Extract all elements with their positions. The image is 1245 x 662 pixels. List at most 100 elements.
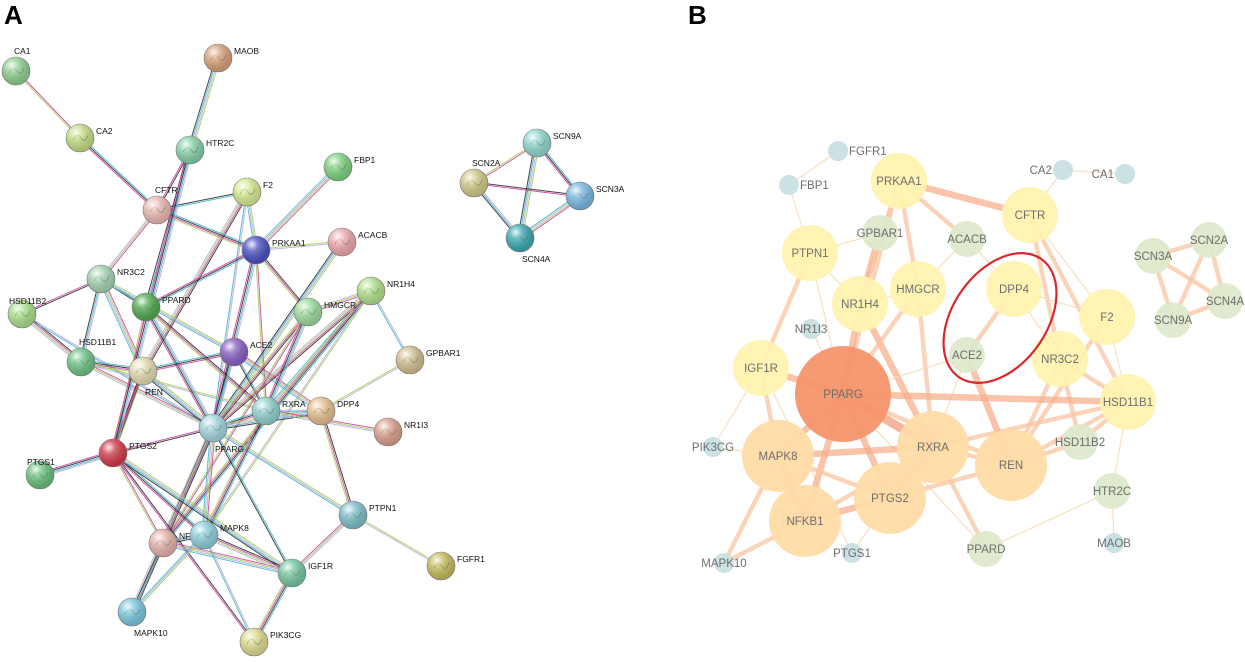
node-ppard[interactable]: PPARD <box>967 531 1006 567</box>
node-label-cftr: CFTR <box>1015 210 1046 222</box>
node-hmgcr[interactable]: HMGCR <box>890 261 946 317</box>
node-igf1r[interactable]: IGF1R <box>733 340 789 396</box>
node-rxra[interactable]: RXRA <box>251 396 306 426</box>
node-scn9a[interactable]: SCN9A <box>522 128 582 158</box>
node-label-scn9a: SCN9A <box>1154 315 1193 327</box>
node-label-f2: F2 <box>263 180 273 190</box>
node-label-hmgcr: HMGCR <box>896 284 939 296</box>
node-label-scn9a: SCN9A <box>553 131 582 141</box>
node-hsd11b2[interactable]: HSD11B2 <box>1055 424 1105 460</box>
node-hsd11b1[interactable]: HSD11B1 <box>66 337 116 377</box>
node-nr1h4[interactable]: NR1H4 <box>356 276 415 306</box>
node-ppard[interactable]: PPARD <box>131 292 191 322</box>
node-scn2a[interactable]: SCN2A <box>1190 222 1229 258</box>
node-gpbar1[interactable]: GPBAR1 <box>395 345 461 375</box>
node-dpp4[interactable]: DPP4 <box>306 396 359 426</box>
node-htr2c[interactable]: HTR2C <box>175 135 234 165</box>
edge-ACACB-PPARG <box>210 240 345 430</box>
edge-MAPK8-MAPK10 <box>130 533 206 614</box>
node-ace2[interactable]: ACE2 <box>219 337 272 367</box>
node-htr2c[interactable]: HTR2C <box>1093 473 1131 509</box>
node-hsd11b2[interactable]: HSD11B2 <box>7 296 46 329</box>
node-ptgs1[interactable]: PTGS1 <box>25 457 55 490</box>
node-ca1[interactable]: CA1 <box>1 46 31 86</box>
node-ptgs2[interactable]: PTGS2 <box>98 438 157 468</box>
node-label-htr2c: HTR2C <box>206 138 234 148</box>
edge-CA1-CA2 <box>15 70 81 139</box>
node-hmgcr[interactable]: HMGCR <box>293 297 356 327</box>
node-ren[interactable]: REN <box>128 356 163 397</box>
node-label-prkaa1: PRKAA1 <box>272 238 306 248</box>
node-label-hsd11b1: HSD11B1 <box>1103 397 1153 409</box>
node-nr3c2[interactable]: NR3C2 <box>86 264 145 294</box>
node-ptpn1[interactable]: PTPN1 <box>338 500 397 530</box>
panel-a-edges <box>15 57 582 644</box>
node-label-fbp1: FBP1 <box>800 180 829 192</box>
node-label-pik3cg: PIK3CG <box>270 630 301 640</box>
node-cftr[interactable]: CFTR <box>142 185 178 225</box>
node-ca2[interactable]: CA2 <box>65 123 113 153</box>
node-maob[interactable]: MAOB <box>203 43 259 73</box>
node-nr1h4[interactable]: NR1H4 <box>832 276 888 332</box>
node-dpp4[interactable]: DPP4 <box>986 261 1042 317</box>
node-nr1i3[interactable]: NR1I3 <box>373 417 428 447</box>
node-rxra[interactable]: RXRA <box>897 411 969 483</box>
edge-PTGS2-NFKB1 <box>111 452 165 544</box>
node-nr3c2[interactable]: NR3C2 <box>1032 331 1088 387</box>
node-acacb[interactable]: ACACB <box>947 221 987 257</box>
node-pik3cg[interactable]: PIK3CG <box>692 437 734 457</box>
node-ptgs1[interactable]: PTGS1 <box>833 543 871 563</box>
node-acacb[interactable]: ACACB <box>327 227 388 257</box>
node-ca1[interactable]: CA1 <box>1092 164 1135 184</box>
edge-PTGS2-MAPK8 <box>111 451 206 537</box>
node-hsd11b1[interactable]: HSD11B1 <box>1100 374 1156 430</box>
node-label-f2: F2 <box>1100 312 1113 324</box>
node-label-ppard: PPARD <box>967 544 1006 556</box>
edge-REN-PPARG <box>141 368 215 431</box>
node-pik3cg[interactable]: PIK3CG <box>239 627 301 657</box>
node-ptgs2[interactable]: PTGS2 <box>854 462 926 534</box>
node-label-ptgs1: PTGS1 <box>27 457 55 467</box>
edge-HMGCR-PPARG <box>211 310 310 430</box>
node-pparg[interactable]: PPARG <box>795 346 891 442</box>
node-label-ca2: CA2 <box>1030 165 1052 177</box>
node-label-acacb: ACACB <box>947 234 987 246</box>
node-maob[interactable]: MAOB <box>1097 533 1131 553</box>
node-label-htr2c: HTR2C <box>1093 486 1131 498</box>
node-cftr[interactable]: CFTR <box>1002 187 1058 243</box>
edge-NFKB1-IGF1R <box>162 540 293 576</box>
node-mapk10[interactable]: MAPK10 <box>117 597 168 638</box>
node-pparg[interactable]: PPARG <box>198 413 244 454</box>
node-igf1r[interactable]: IGF1R <box>277 558 333 588</box>
node-scn3a[interactable]: SCN3A <box>1134 238 1173 274</box>
node-ren[interactable]: REN <box>975 429 1047 501</box>
node-scn4a[interactable]: SCN4A <box>505 223 551 264</box>
node-ptpn1[interactable]: PTPN1 <box>782 225 838 281</box>
node-nfkb1[interactable]: NFKB1 <box>769 485 841 557</box>
node-f2[interactable]: F2 <box>232 177 273 207</box>
node-scn9a[interactable]: SCN9A <box>1154 302 1193 338</box>
node-label-mapk10: MAPK10 <box>701 558 746 570</box>
node-scn2a[interactable]: SCN2A <box>459 158 501 198</box>
node-mapk8[interactable]: MAPK8 <box>189 520 249 550</box>
node-fbp1[interactable]: FBP1 <box>323 152 376 182</box>
edge-FBP1-PRKAA1 <box>254 165 340 252</box>
node-mapk10[interactable]: MAPK10 <box>701 553 747 573</box>
node-prkaa1[interactable]: PRKAA1 <box>871 153 927 209</box>
node-scn3a[interactable]: SCN3A <box>565 181 625 211</box>
node-nr1i3[interactable]: NR1I3 <box>795 319 828 339</box>
node-gpbar1[interactable]: GPBAR1 <box>857 215 904 251</box>
node-f2[interactable]: F2 <box>1079 289 1135 345</box>
node-mapk8[interactable]: MAPK8 <box>742 420 814 492</box>
edge-HSD11B1-PPARG <box>80 360 214 430</box>
node-scn4a[interactable]: SCN4A <box>1206 283 1245 319</box>
node-label-ppard: PPARD <box>162 295 191 305</box>
node-ace2[interactable]: ACE2 <box>949 337 985 373</box>
node-fgfr1[interactable]: FGFR1 <box>426 551 485 581</box>
node-fgfr1[interactable]: FGFR1 <box>828 141 887 161</box>
node-ca2[interactable]: CA2 <box>1030 160 1073 180</box>
node-fbp1[interactable]: FBP1 <box>779 175 829 195</box>
node-prkaa1[interactable]: PRKAA1 <box>241 235 306 265</box>
edge-SCN2A-SCN3A <box>473 181 581 198</box>
